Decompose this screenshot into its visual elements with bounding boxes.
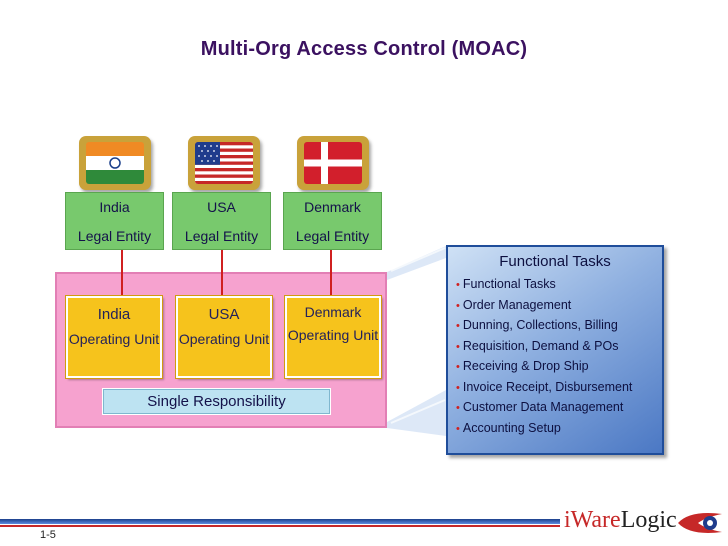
functional-tasks-list: •Functional Tasks •Order Management •Dun…: [448, 274, 662, 438]
page-number: 1-5: [40, 529, 56, 541]
list-item: •Functional Tasks: [456, 277, 556, 291]
operating-unit-usa: USA Operating Unit: [175, 295, 273, 379]
list-item: •Requisition, Demand & POs: [456, 338, 619, 353]
footer-red-line: [0, 525, 560, 527]
list-item: •Receiving & Drop Ship: [456, 359, 589, 373]
connector-line: [121, 250, 123, 296]
list-item: •Dunning, Collections, Billing: [456, 318, 618, 332]
bullet-icon: •: [456, 422, 460, 435]
bullet-icon: •: [456, 340, 460, 353]
legal-entity-denmark: Denmark Legal Entity: [283, 192, 382, 250]
functional-tasks-panel: Functional Tasks •Functional Tasks •Orde…: [446, 245, 664, 455]
bullet-icon: •: [456, 361, 460, 373]
operating-unit-india: India Operating Unit: [65, 295, 163, 379]
slide-title: Multi-Org Access Control (MOAC): [200, 38, 528, 60]
operating-unit-name: Denmark: [304, 304, 362, 320]
legal-entity-name: USA: [207, 199, 236, 215]
functional-tasks-title: Functional Tasks: [499, 253, 611, 270]
operating-unit-label: Operating Unit: [178, 331, 270, 347]
operating-unit-name: USA: [208, 306, 240, 323]
list-item: •Order Management: [456, 297, 572, 312]
logo-text-rest: Logic: [620, 507, 677, 533]
legal-entity-label: Legal Entity: [77, 228, 152, 244]
callout-beam: [387, 246, 446, 436]
bullet-icon: •: [456, 381, 460, 394]
bullet-icon: •: [456, 320, 460, 332]
usa-flag-icon: [188, 136, 260, 190]
connector-line: [330, 250, 332, 296]
operating-unit-denmark: Denmark Operating Unit: [284, 295, 382, 379]
list-item: •Customer Data Management: [456, 400, 624, 414]
operating-unit-label: Operating Unit: [68, 331, 160, 347]
legal-entity-name: India: [99, 199, 130, 215]
operating-unit-label: Operating Unit: [287, 327, 379, 343]
single-responsibility-box: Single Responsibility: [102, 388, 331, 415]
list-item: •Invoice Receipt, Disbursement: [456, 379, 633, 394]
logo-text-w: iWare: [564, 507, 621, 533]
bullet-icon: •: [456, 279, 460, 291]
denmark-flag-icon: [297, 136, 369, 190]
legal-entity-name: Denmark: [304, 199, 361, 215]
connector-line: [221, 250, 223, 296]
legal-entity-label: Legal Entity: [184, 228, 259, 244]
company-logo: iWareLogic: [564, 507, 677, 534]
legal-entity-label: Legal Entity: [295, 228, 370, 244]
india-flag-icon: [79, 136, 151, 190]
legal-entity-usa: USA Legal Entity: [172, 192, 271, 250]
footer-bar: [0, 519, 560, 524]
operating-unit-name: India: [97, 306, 131, 323]
list-item: •Accounting Setup: [456, 420, 561, 435]
legal-entity-india: India Legal Entity: [65, 192, 164, 250]
bullet-icon: •: [456, 402, 460, 414]
iwarelogic-logo-icon: [678, 513, 722, 533]
bullet-icon: •: [456, 299, 460, 312]
